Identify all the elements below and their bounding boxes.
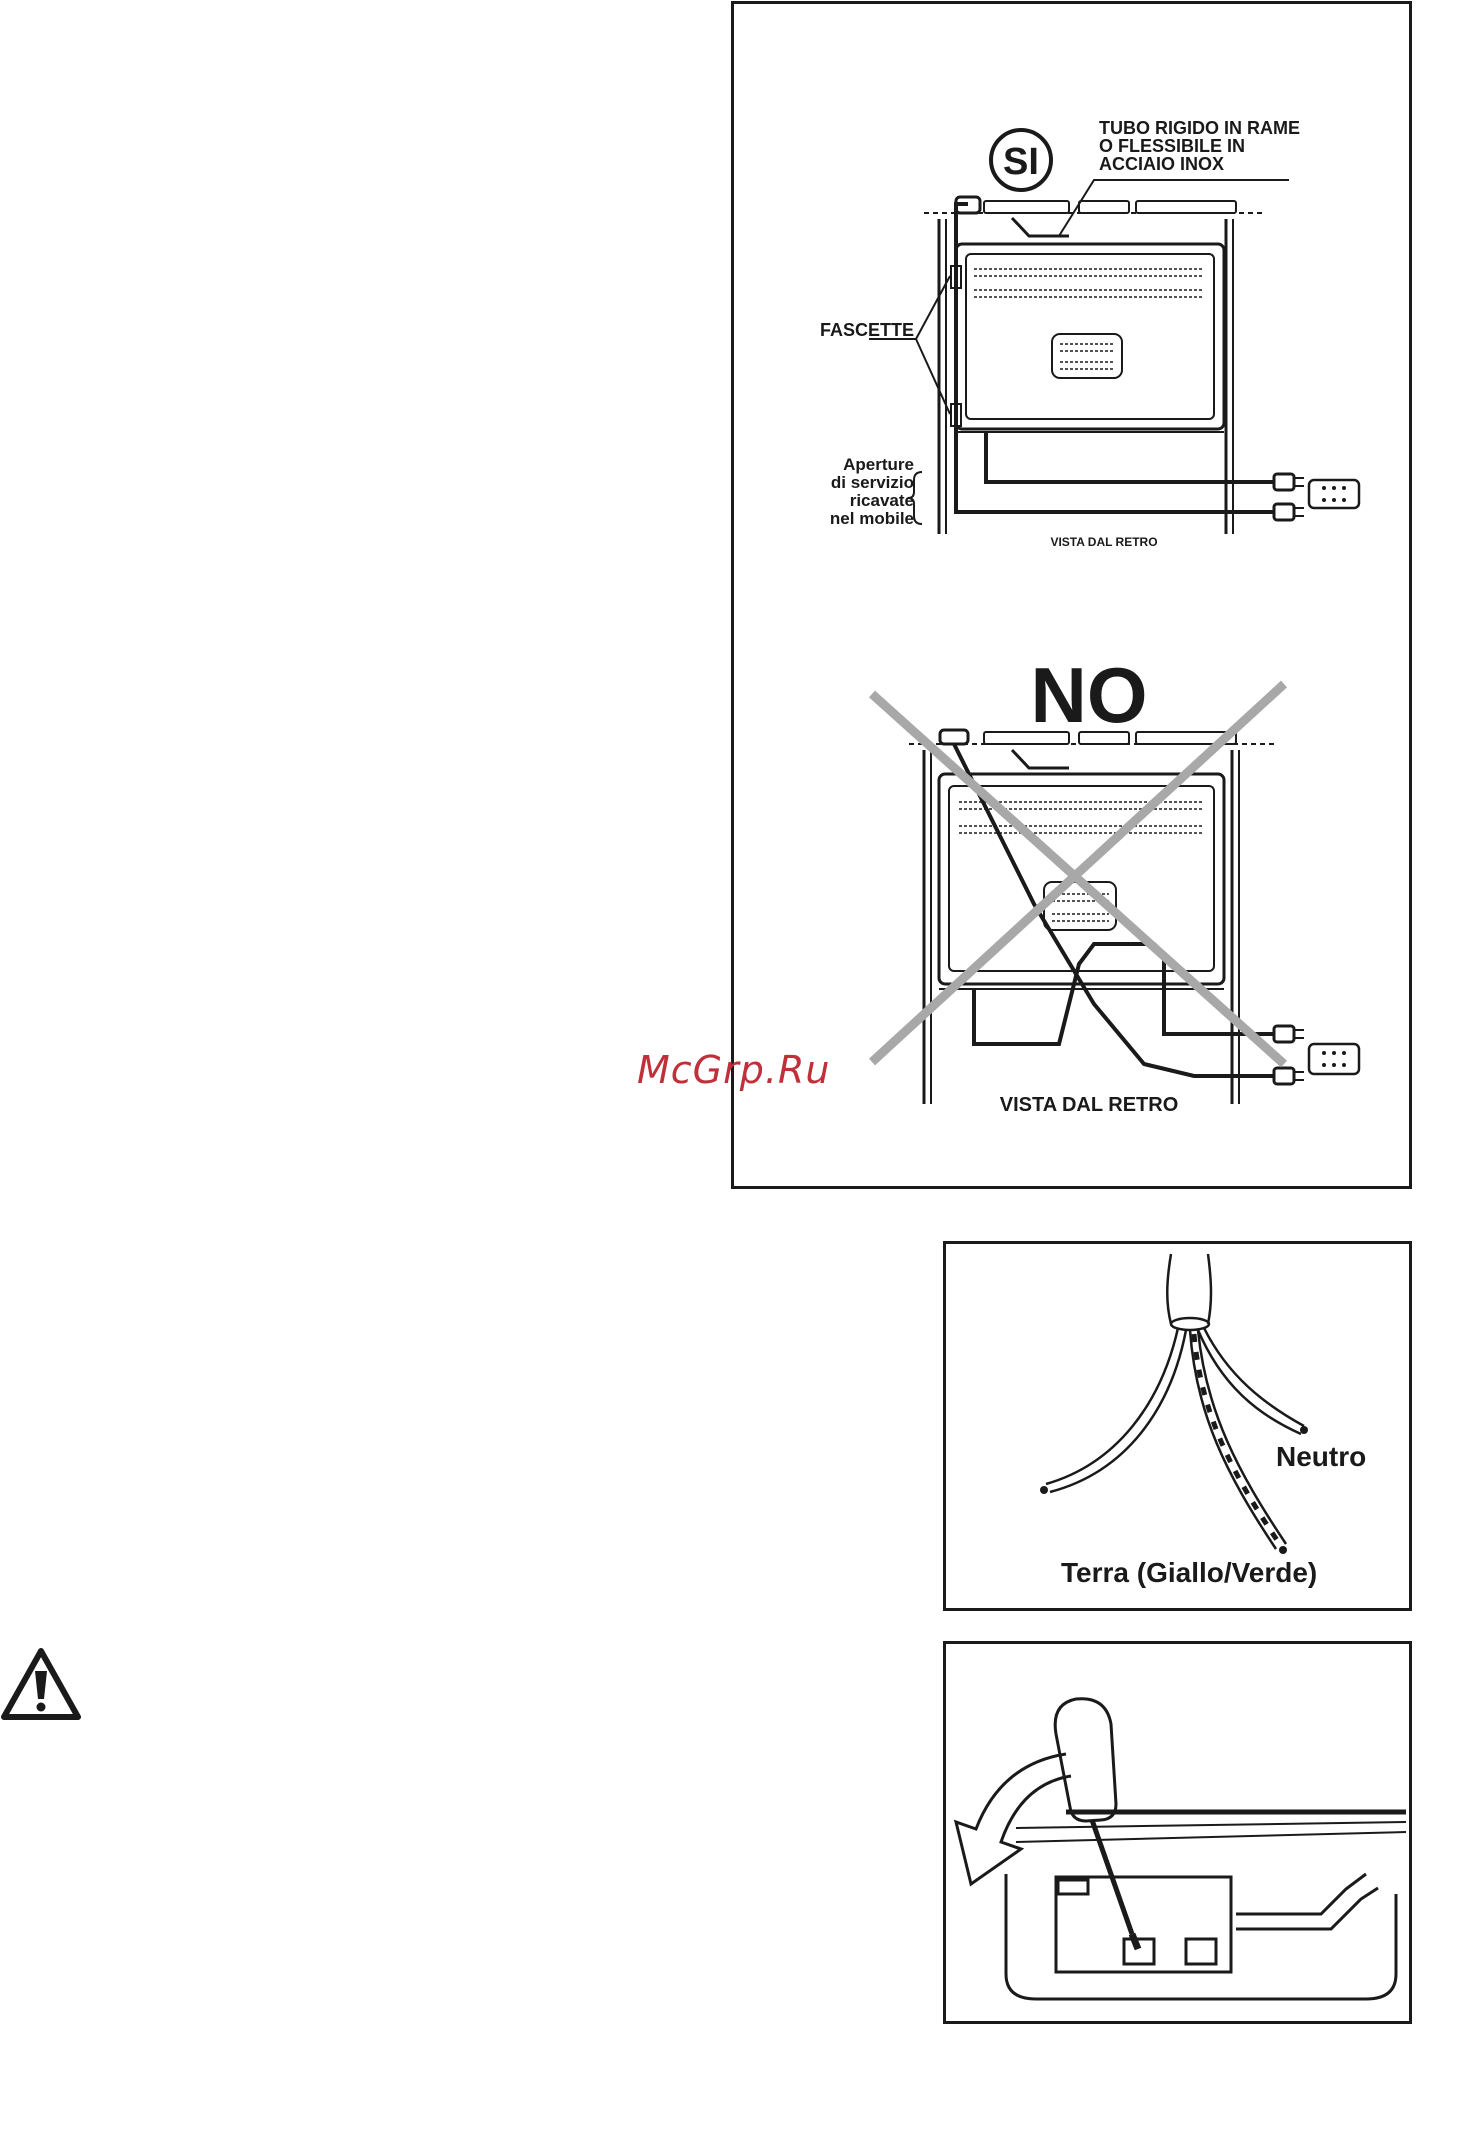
no-label: NO bbox=[1031, 651, 1148, 739]
si-label: SI bbox=[1003, 141, 1039, 183]
screwdriver-illustration bbox=[946, 1644, 1409, 2021]
openings-label-line4: nel mobile bbox=[830, 509, 914, 528]
terminal-block-panel bbox=[943, 1641, 1412, 2024]
neutral-label: Neutro bbox=[1276, 1441, 1366, 1472]
screwdriver-handle bbox=[1055, 1699, 1116, 1821]
cable-illustration bbox=[1046, 1254, 1304, 1549]
openings-label-line1: Aperture bbox=[843, 455, 914, 474]
installation-diagram: SI TUBO RIGIDO IN RAME O FLESSIBILE IN A… bbox=[734, 4, 1409, 1186]
rotate-arrow-icon bbox=[956, 1754, 1071, 1884]
pipe-label-line1: TUBO RIGIDO IN RAME bbox=[1099, 118, 1300, 138]
pipe-label-line2: O FLESSIBILE IN bbox=[1099, 136, 1245, 156]
wire-connection-panel: Neutro Terra (Giallo/Verde) bbox=[943, 1241, 1412, 1611]
pipe-label-line3: ACCIAIO INOX bbox=[1099, 154, 1224, 174]
openings-label-line3: ricavate bbox=[850, 491, 914, 510]
openings-label-line2: di servizio bbox=[831, 473, 914, 492]
view-label-top: VISTA DAL RETRO bbox=[1050, 535, 1157, 549]
watermark: McGrp.Ru bbox=[637, 1048, 830, 1092]
installation-diagram-panel: SI TUBO RIGIDO IN RAME O FLESSIBILE IN A… bbox=[731, 1, 1412, 1189]
wire-diagram: Neutro Terra (Giallo/Verde) bbox=[946, 1244, 1409, 1608]
correct-installation-figure bbox=[869, 130, 1359, 534]
terminal-block bbox=[1056, 1877, 1231, 1972]
clamps-label: FASCETTE bbox=[820, 320, 914, 340]
earth-label: Terra (Giallo/Verde) bbox=[1061, 1557, 1317, 1588]
view-label-bottom: VISTA DAL RETRO bbox=[1000, 1094, 1179, 1116]
